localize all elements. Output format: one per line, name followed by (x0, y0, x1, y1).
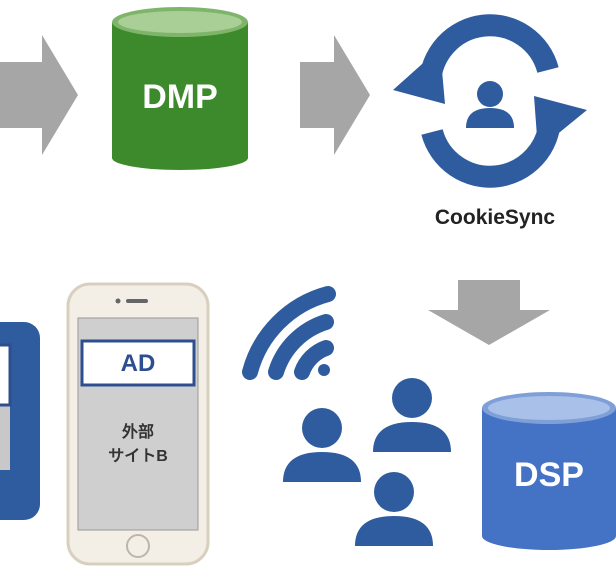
dmp-label: DMP (142, 78, 218, 116)
users-group-icon (283, 378, 451, 546)
dsp-label: DSP (514, 456, 584, 494)
smartphone-icon (66, 282, 210, 566)
arrow-down-icon (428, 280, 550, 345)
tablet-icon (0, 322, 40, 520)
cookiesync-icon (393, 14, 587, 188)
arrow-right-icon (0, 35, 78, 155)
arrow-right-icon (300, 35, 370, 155)
wifi-signal-icon (242, 286, 336, 380)
dsp-database-icon (482, 392, 616, 550)
dmp-database-icon (112, 7, 248, 170)
ad-label: AD (120, 350, 156, 377)
site-label-line1: 外部 (121, 424, 154, 441)
site-label-line2: サイトB (108, 448, 168, 465)
cookiesync-label: CookieSync (434, 206, 556, 229)
